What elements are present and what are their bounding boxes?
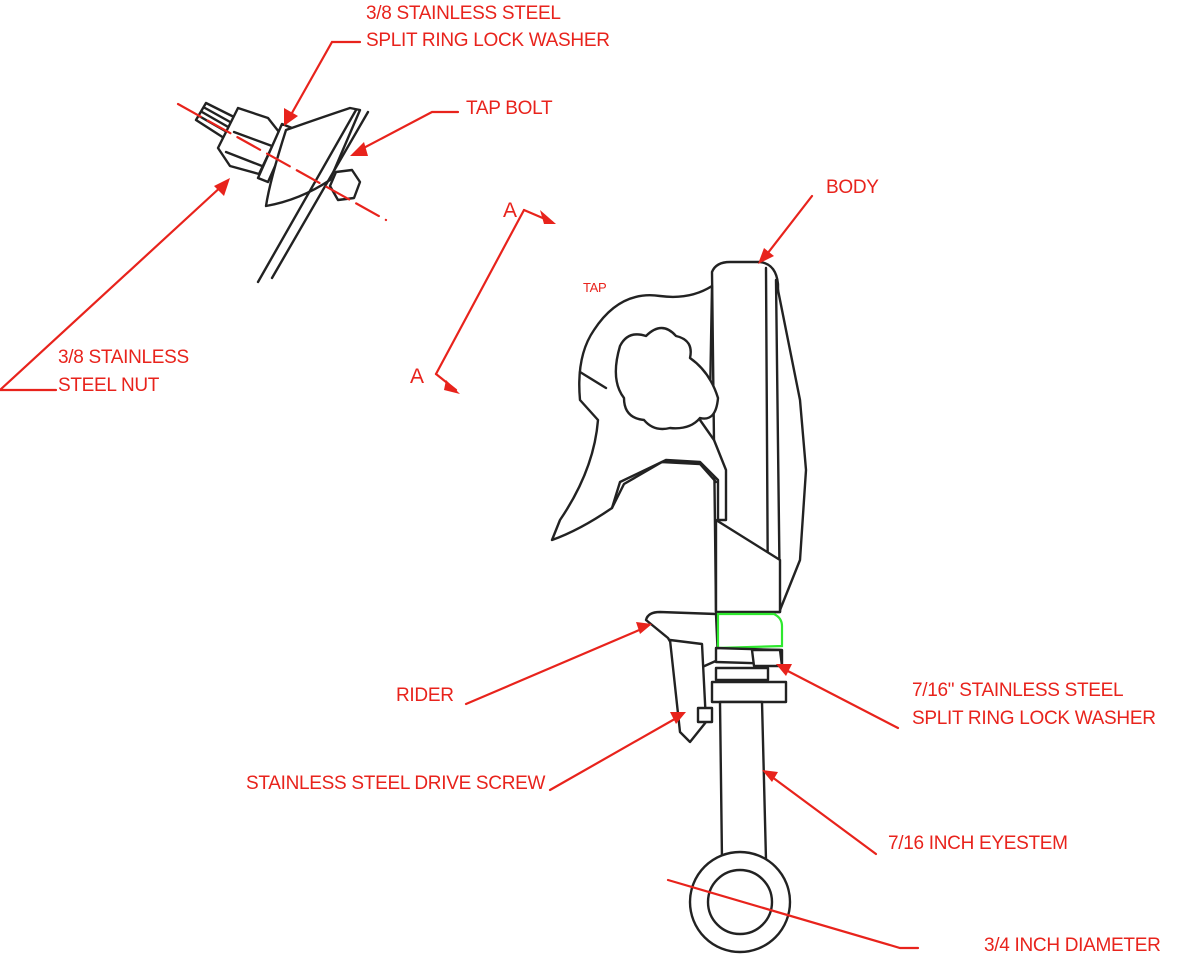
- label-split-washer-top-line2: SPLIT RING LOCK WASHER: [366, 30, 610, 51]
- screw-head: [696, 706, 714, 724]
- label-drive-screw: STAINLESS STEEL DRIVE SCREW: [246, 773, 546, 794]
- conductor-edge-1: [256, 108, 358, 284]
- label-nut-line2: STEEL NUT: [58, 375, 160, 396]
- section-line: [434, 208, 526, 376]
- nut-plate: [710, 680, 788, 704]
- leader-diameter: [666, 878, 920, 950]
- leader-nut: [0, 182, 226, 392]
- label-split-washer-bottom-line1: 7/16" STAINLESS STEEL: [912, 680, 1124, 701]
- label-section-a-top: A: [503, 199, 517, 222]
- body-lower: [714, 518, 782, 614]
- leader-washer-bottom: [780, 666, 900, 730]
- highlight-region: [716, 612, 784, 650]
- label-nut-line1: 3/8 STAINLESS: [58, 347, 189, 368]
- label-section-a-bottom: A: [410, 365, 424, 388]
- label-eyestem: 7/16 INCH EYESTEM: [888, 833, 1068, 854]
- label-rider: RIDER: [396, 685, 454, 706]
- leader-washer-top: [286, 40, 362, 122]
- label-split-washer-top-line1: 3/8 STAINLESS STEEL: [366, 3, 561, 24]
- leader-tap-bolt: [354, 110, 460, 154]
- clamp-body-drawing: [550, 260, 808, 954]
- body-wedge: [264, 106, 362, 208]
- drive-screw: [668, 638, 708, 744]
- leader-rider: [464, 626, 646, 706]
- body-wedge-right: [774, 278, 808, 612]
- bolt-centerline: [176, 102, 388, 222]
- eyestem-shaft: [718, 700, 768, 862]
- leader-drive-screw: [548, 714, 682, 792]
- tap-bolt-detail: [194, 101, 370, 284]
- split-washer: [750, 648, 784, 668]
- washer-2: [714, 666, 770, 682]
- nut-faces: [224, 130, 274, 168]
- hex-socket: [328, 168, 362, 202]
- label-body: BODY: [826, 177, 879, 198]
- leader-eyestem: [766, 772, 878, 856]
- label-split-washer-bottom-line2: SPLIT RING LOCK WASHER: [912, 708, 1156, 729]
- conductor-edge-2: [270, 110, 370, 280]
- leader-body: [762, 194, 814, 260]
- leader-lines: [0, 40, 920, 950]
- jaw-lip: [578, 370, 608, 390]
- label-diameter: 3/4 INCH DIAMETER: [984, 935, 1161, 956]
- cross-slot: [614, 326, 720, 431]
- label-tap: TAP: [583, 280, 607, 295]
- label-tap-bolt: TAP BOLT: [466, 98, 553, 119]
- jaw-groove: [610, 460, 718, 510]
